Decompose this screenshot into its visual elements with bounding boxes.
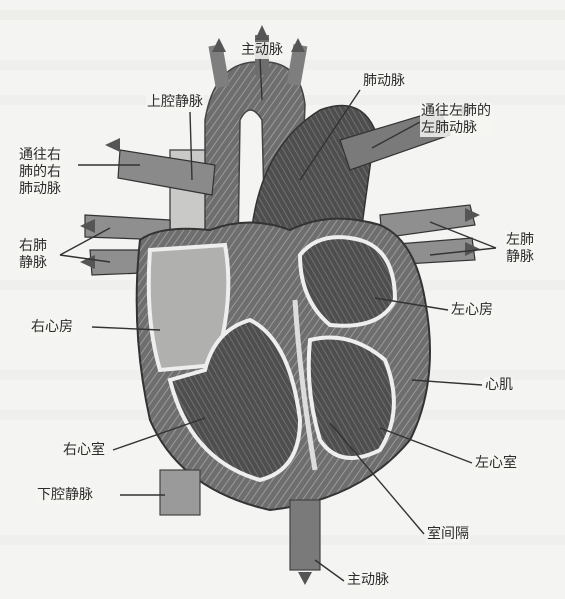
label-right-pulmonary-artery: 通往右 肺的右 肺动脉 <box>18 147 62 198</box>
label-left-ventricle: 左心室 <box>474 455 518 472</box>
label-left-pulmonary-veins: 左肺 静脉 <box>505 232 535 266</box>
label-right-pulmonary-veins: 右肺 静脉 <box>18 238 48 272</box>
label-right-ventricle: 右心室 <box>62 442 106 459</box>
label-aorta-top: 主动脉 <box>240 42 284 59</box>
label-left-pulmonary-artery: 通往左肺的 左肺动脉 <box>420 103 492 137</box>
left-ventricle-shape <box>309 338 394 459</box>
label-right-atrium: 右心房 <box>30 319 74 336</box>
inferior-vena-cava-shape <box>160 470 200 515</box>
label-inferior-vena-cava: 下腔静脉 <box>36 487 94 504</box>
label-superior-vena-cava: 上腔静脉 <box>146 94 204 111</box>
label-aorta-bottom: 主动脉 <box>346 572 390 589</box>
label-left-atrium: 左心房 <box>450 302 494 319</box>
label-pulmonary-trunk: 肺动脉 <box>362 73 406 90</box>
label-septum: 室间隔 <box>426 526 470 543</box>
label-myocardium: 心肌 <box>484 377 514 394</box>
